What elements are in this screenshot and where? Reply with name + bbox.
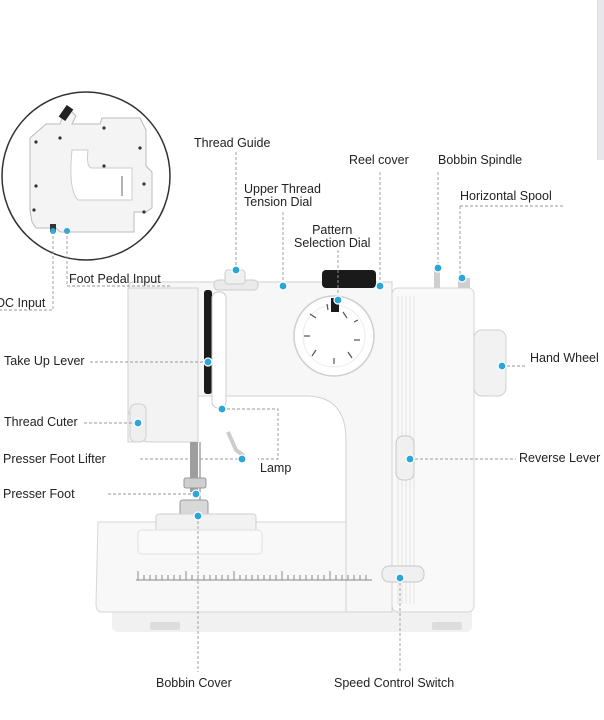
leader-lamp [222, 408, 279, 460]
label-reel-cover: Reel cover [349, 153, 409, 167]
label-bobbin-cover: Bobbin Cover [156, 676, 232, 690]
callout-marker [405, 454, 415, 464]
label-bobbin-spindle: Bobbin Spindle [438, 153, 523, 167]
callout-marker [333, 295, 343, 305]
label-selection-dial-line2: Selection Dial [294, 236, 371, 251]
callout-marker [217, 404, 227, 414]
label-lamp: Lamp [260, 461, 292, 475]
callout-marker [433, 263, 443, 273]
callout-marker [193, 511, 203, 521]
label-upper-thread-line1: Upper Thread [244, 182, 321, 196]
label-reverse-lever: Reverse Lever [519, 451, 601, 465]
label-thread-cuter: Thread Cuter [4, 415, 78, 429]
label-pattern-line1: Pattern [312, 223, 353, 237]
label-horizontal-spool: Horizontal Spool [460, 189, 552, 203]
callout-marker [203, 357, 213, 367]
sewing-machine-body [95, 266, 507, 632]
callout-marker [237, 454, 247, 464]
callout-marker [191, 489, 201, 499]
label-dc-input: DC Input [0, 296, 46, 310]
label-take-up-lever: Take Up Lever [4, 354, 85, 368]
leader-dc-input [0, 231, 54, 311]
callout-marker [497, 361, 507, 371]
label-speed-control-switch: Speed Control Switch [334, 676, 455, 690]
callout-marker [231, 265, 241, 275]
label-presser-foot: Presser Foot [3, 487, 75, 501]
label-hand-wheel: Hand Wheel [530, 351, 599, 365]
leader-foot-pedal [66, 231, 170, 287]
callout-marker [375, 281, 385, 291]
label-foot-pedal-input: Foot Pedal Input [69, 272, 161, 286]
label-tension-dial-line2: Tension Dial [244, 195, 313, 210]
callout-marker [133, 418, 143, 428]
scrollbar[interactable] [597, 0, 604, 160]
label-thread-guide: Thread Guide [194, 136, 271, 150]
label-pattern-selection-dial: Pattern Selection Dial [294, 223, 371, 251]
inset-back-view [1, 91, 171, 261]
label-upper-thread-tension-dial: Upper Thread Tension Dial [244, 182, 321, 210]
label-presser-foot-lifter: Presser Foot Lifter [3, 452, 106, 466]
callout-leaders [0, 152, 564, 672]
callout-marker [395, 573, 405, 583]
callout-marker [457, 273, 467, 283]
callout-marker [278, 281, 288, 291]
